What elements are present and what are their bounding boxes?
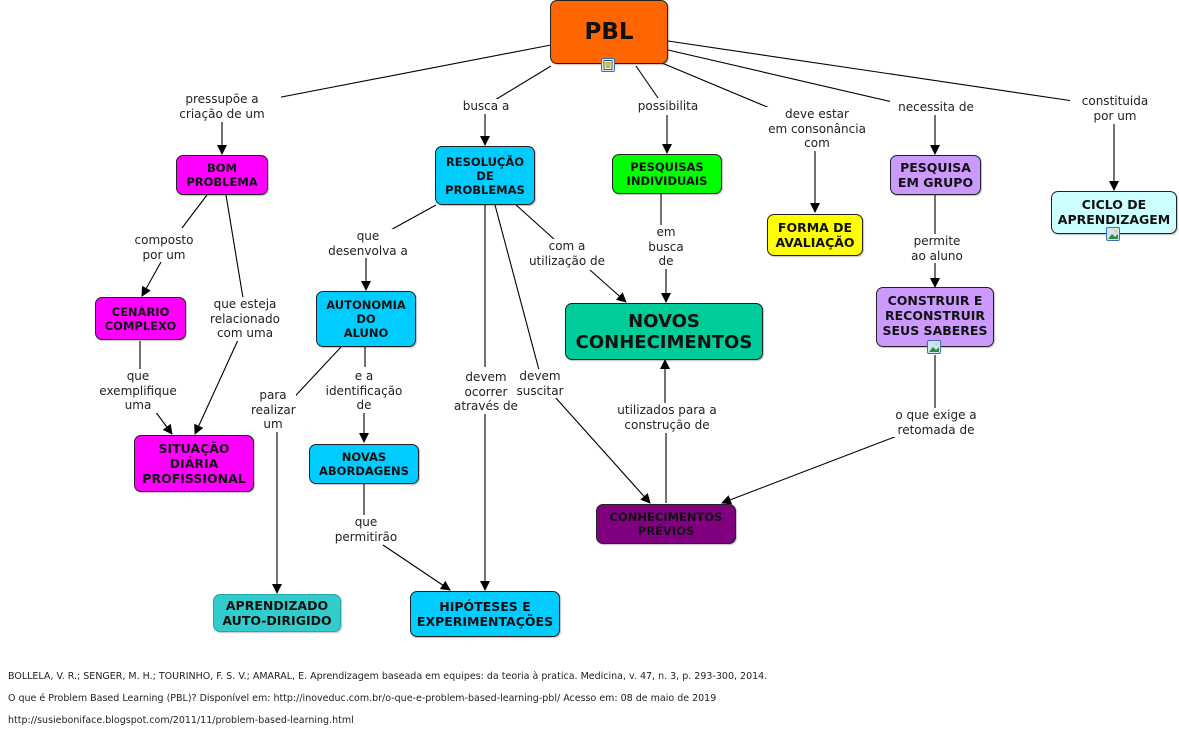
line-permitirao-hip <box>382 544 451 591</box>
link-label-busca: busca a <box>455 99 517 114</box>
node-aprendizado-auto-dirigido[interactable]: APRENDIZADO AUTO-DIRIGIDO <box>213 594 341 632</box>
link-label-constituida: constituida por um <box>1070 94 1160 123</box>
node-bom-problema[interactable]: BOM PROBLEMA <box>176 155 268 195</box>
line-pbl-pressupoe <box>265 44 552 101</box>
link-label-deve-estar: deve estar em consonância com <box>760 107 874 151</box>
link-label-permite: permite ao aluno <box>900 234 974 263</box>
node-situacao-diaria-profissional[interactable]: SITUAÇÃO DIÁRIA PROFISSIONAL <box>134 435 254 492</box>
link-label-em-busca: em busca de <box>642 225 690 269</box>
line-res-suscitar <box>494 204 540 371</box>
node-cenario-complexo[interactable]: CENÁRIO COMPLEXO <box>95 297 186 340</box>
line-res-utilizacao <box>514 203 556 241</box>
line-esteja-situacao <box>194 339 239 435</box>
line-pbl-busca <box>494 65 552 101</box>
link-label-pressupoe: pressupõe a criação de um <box>163 92 281 121</box>
link-label-com-a-utilizacao: com a utilização de <box>525 239 609 268</box>
line-pbl-necessita <box>667 49 898 104</box>
link-label-necessita: necessita de <box>890 100 982 115</box>
link-label-devem-ocorrer: devem ocorrer através de <box>450 370 522 414</box>
link-label-o-que-exige: o que exige a retomada de <box>885 408 987 437</box>
line-exemp-situacao <box>154 410 173 435</box>
line-pbl-possibilita <box>635 65 659 99</box>
node-forma-de-avaliacao[interactable]: FORMA DE AVALIAÇÃO <box>767 214 863 256</box>
image-icon[interactable] <box>1106 227 1120 241</box>
line-suscitar-prev <box>554 396 651 504</box>
node-novos-conhecimentos[interactable]: NOVOS CONHECIMENTOS <box>565 303 763 360</box>
link-label-utilizados: utilizados para a construção de <box>611 403 723 432</box>
line-pbl-constituida <box>667 40 1081 103</box>
link-label-e-a-identificacao: e a identificação de <box>322 369 406 413</box>
line-bom-composto <box>181 194 208 229</box>
line-bom-esteja <box>225 194 244 299</box>
line-exige-prev <box>721 435 898 505</box>
node-hipoteses-e-experimentacoes[interactable]: HIPÓTESES E EXPERIMENTAÇÕES <box>410 591 560 637</box>
node-pbl[interactable]: PBL <box>550 0 668 64</box>
link-label-que-exemplifique: que exemplifique uma <box>95 369 181 413</box>
line-res-desenvolva <box>386 204 437 233</box>
reference-3[interactable]: http://susieboniface.blogspot.com/2011/1… <box>8 715 354 726</box>
node-novas-abordagens[interactable]: NOVAS ABORDAGENS <box>309 444 419 484</box>
link-label-composto: composto por um <box>128 233 200 262</box>
node-pesquisa-em-grupo[interactable]: PESQUISA EM GRUPO <box>890 155 981 195</box>
image-icon[interactable] <box>927 340 941 354</box>
node-pesquisas-individuais[interactable]: PESQUISAS INDIVIDUAIS <box>612 154 722 194</box>
link-label-que-esteja: que esteja relacionado com uma <box>205 297 285 341</box>
line-composto-cenario <box>141 261 162 297</box>
node-resolucao-de-problemas[interactable]: RESOLUÇÃO DE PROBLEMAS <box>435 146 535 205</box>
node-construir-e-reconstruir[interactable]: CONSTRUIR E RECONSTRUIR SEUS SABERES <box>876 287 994 347</box>
reference-1: BOLLELA, V. R.; SENGER, M. H.; TOURINHO,… <box>8 671 768 682</box>
reference-2: O que é Problem Based Learning (PBL)? Di… <box>8 693 717 704</box>
node-ciclo-de-aprendizagem[interactable]: CICLO DE APRENDIZAGEM <box>1051 191 1177 234</box>
node-autonomia-do-aluno[interactable]: AUTONOMIA DO ALUNO <box>316 291 416 347</box>
link-label-que-desenvolva: que desenvolva a <box>320 229 416 258</box>
document-icon[interactable] <box>601 58 615 72</box>
node-conhecimentos-previos[interactable]: CONHECIMENTOS PRÉVIOS <box>596 504 736 544</box>
link-label-que-permitirao: que permitirão <box>328 515 404 544</box>
line-pbl-deve <box>649 57 773 110</box>
link-label-possibilita: possibilita <box>630 99 706 114</box>
link-label-para-realizar: para realizar um <box>250 388 296 432</box>
line-util-novos <box>589 269 627 303</box>
link-label-devem-suscitar: devem suscitar <box>513 369 567 398</box>
